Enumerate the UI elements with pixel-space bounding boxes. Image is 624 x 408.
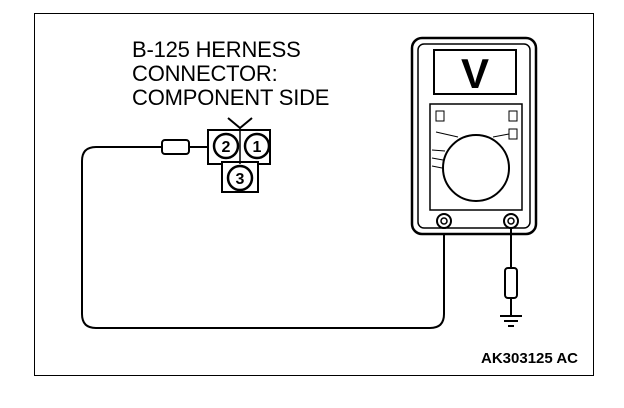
meter-v-jack [503, 213, 519, 229]
meter-range-dial [442, 134, 510, 202]
connector-lock-tab [227, 117, 253, 130]
harness-connector: 2 1 3 [207, 117, 271, 193]
pin-1-terminal [243, 132, 271, 160]
ground-lead [504, 228, 518, 316]
pin-3-label: 3 [236, 171, 245, 188]
voltmeter: V [410, 36, 538, 236]
caption-line-1: B-125 HERNESS [132, 37, 301, 62]
diagram-frame [34, 13, 594, 376]
pin-3-terminal [226, 164, 254, 192]
meter-com-jack [436, 213, 452, 229]
caption-line-3: COMPONENT SIDE [132, 85, 330, 110]
test-probe [161, 139, 210, 155]
pin-1-label: 1 [253, 139, 262, 156]
test-lead-wire [81, 146, 445, 329]
meter-display-unit: V [461, 50, 489, 97]
pin-2-label: 2 [222, 139, 231, 156]
pin-2-terminal [212, 132, 240, 160]
meter-function-panel [429, 103, 523, 211]
caption-line-2: CONNECTOR: [132, 61, 278, 86]
ground-symbol-icon [500, 315, 522, 327]
meter-display [433, 49, 517, 95]
figure-code: AK303125 AC [481, 350, 578, 367]
connector-caption: B-125 HERNESS CONNECTOR: COMPONENT SIDE [132, 38, 329, 110]
